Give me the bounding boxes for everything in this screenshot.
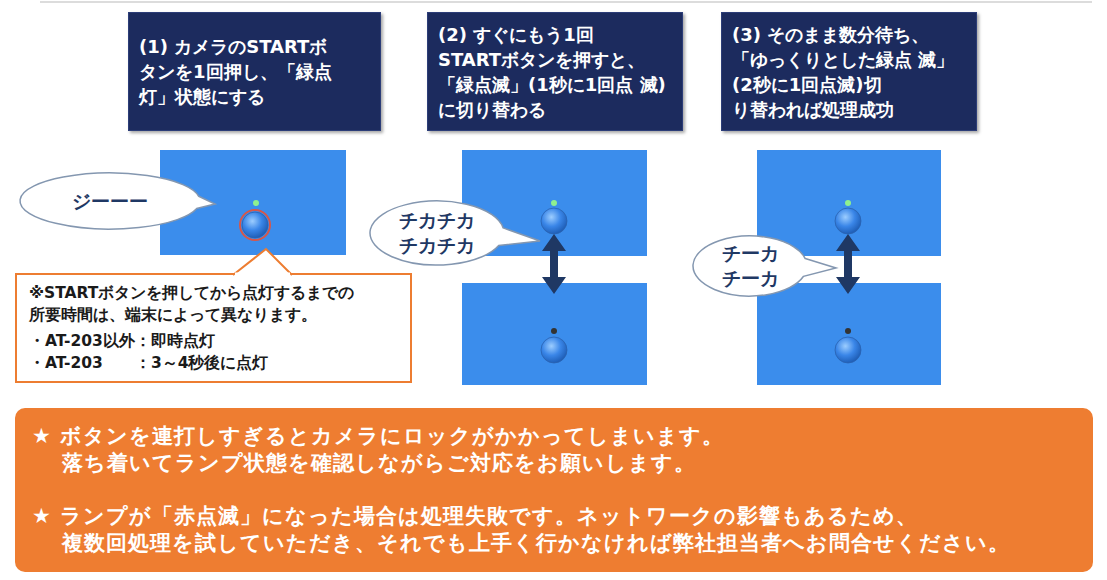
text-area: ★ ボタンを連打しすぎるとカメラにロックがかかってしまいます。 落ち着いてランプ… (15, 408, 1093, 572)
sound-text: ジーーー (35, 189, 185, 214)
speech-bubble: チカチカ チカチカ (370, 201, 504, 265)
text-area: ※STARTボタンを押してから点灯するまでの 所要時間は、端末によって異なります… (17, 275, 410, 381)
bubble-outline (370, 201, 540, 265)
double-arrow (542, 234, 566, 294)
warning-box: ★ ボタンを連打しすぎるとカメラにロックがかかってしまいます。 落ち着いてランプ… (15, 408, 1093, 572)
sound-text: チカチカ チカチカ (387, 208, 487, 258)
note-text: ・AT-203以外：即時点灯 (29, 330, 398, 352)
callout-pointer (233, 249, 292, 275)
double-arrow (836, 234, 860, 294)
text-area: チカチカ チカチカ (370, 201, 504, 265)
bubble-outline (693, 236, 836, 296)
speech-bubble: チーカ チーカ (693, 236, 807, 296)
text-area: ジーーー (20, 173, 200, 229)
text-area: (3) そのまま数分待ち、 「ゆっくりとした緑点 滅」(2秒に1回点滅)切 り替… (722, 13, 976, 130)
step-text: (3) そのまま数分待ち、 「ゆっくりとした緑点 滅」(2秒に1回点滅)切 り替… (732, 22, 966, 122)
green-lamp (845, 200, 851, 206)
bubble-outline (20, 173, 215, 229)
note-box: ※STARTボタンを押してから点灯するまでの 所要時間は、端末によって異なります… (15, 273, 412, 383)
camera-panel (462, 283, 647, 385)
green-lamp (253, 200, 259, 206)
start-button (242, 212, 268, 238)
start-button (835, 208, 861, 234)
text-area: (2) すぐにもう1回 STARTボタンを押すと、 「緑点滅」(1秒に1回点 滅… (428, 13, 682, 130)
step-box: (3) そのまま数分待ち、 「ゆっくりとした緑点 滅」(2秒に1回点滅)切 り替… (721, 12, 977, 131)
start-button (541, 208, 567, 234)
text-area: チーカ チーカ (693, 236, 807, 296)
top-rule (40, 1, 1092, 3)
start-button (541, 337, 567, 363)
note-text: ★ ボタンを連打しすぎるとカメラにロックがかかってしまいます。 落ち着いてランプ… (62, 423, 1073, 477)
speech-bubble: ジーーー (20, 173, 200, 229)
camera-panel (757, 283, 941, 385)
step-box: (1) カメラのSTARTボ タンを1回押し、「緑点 灯」状態にする (128, 12, 381, 131)
note-text: ※STARTボタンを押してから点灯するまでの 所要時間は、端末によって異なります… (29, 282, 398, 326)
off-lamp (551, 328, 557, 334)
step-box: (2) すぐにもう1回 STARTボタンを押すと、 「緑点滅」(1秒に1回点 滅… (427, 12, 683, 131)
highlight-ring (240, 210, 270, 240)
note-text: ★ ランプが「赤点滅」になった場合は処理失敗です。ネットワークの影響もあるため、… (62, 503, 1073, 557)
text-area: (1) カメラのSTARTボ タンを1回押し、「緑点 灯」状態にする (129, 13, 380, 130)
note-text: ・AT-203 ：3～4秒後に点灯 (29, 352, 398, 374)
sound-text: チーカ チーカ (710, 241, 790, 291)
step-text: (1) カメラのSTARTボ タンを1回押し、「緑点 灯」状態にする (139, 34, 370, 109)
start-button (835, 337, 861, 363)
off-lamp (845, 328, 851, 334)
step-text: (2) すぐにもう1回 STARTボタンを押すと、 「緑点滅」(1秒に1回点 滅… (438, 22, 672, 122)
green-lamp (551, 200, 557, 206)
